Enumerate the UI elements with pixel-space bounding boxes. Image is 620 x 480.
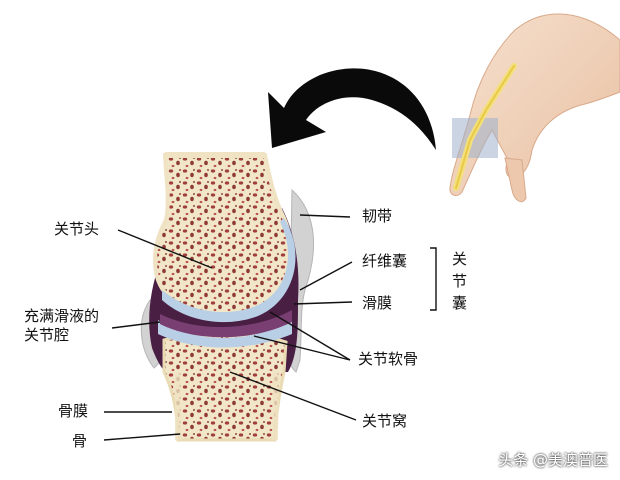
label-articular-head: 关节头: [54, 220, 100, 238]
joint-cavity: [160, 310, 292, 338]
label-fibrous-membrane: 纤维囊: [362, 252, 408, 270]
label-articular-fossa: 关节窝: [362, 412, 408, 430]
label-synovial-membrane: 滑膜: [362, 294, 393, 312]
curved-arrow-icon: [268, 68, 436, 150]
label-joint-cavity-line2: 关节腔: [24, 325, 70, 344]
label-articular-cartilage: 关节软骨: [358, 350, 419, 368]
watermark: 头条 @美澳普医: [498, 451, 608, 469]
leader-lines: [103, 214, 437, 441]
fossa-cartilage: [158, 320, 292, 348]
label-bone: 骨: [72, 432, 88, 450]
finger-joint-icon: [449, 13, 620, 203]
label-joint-capsule: 关节囊: [452, 250, 468, 312]
label-joint-cavity-line1: 充满滑液的: [24, 307, 100, 325]
label-periosteum: 骨膜: [58, 402, 89, 420]
label-ligament: 韧带: [362, 207, 393, 225]
upper-bone: [153, 153, 293, 318]
label-joint-cavity: 充满滑液的 关节腔: [24, 307, 120, 345]
